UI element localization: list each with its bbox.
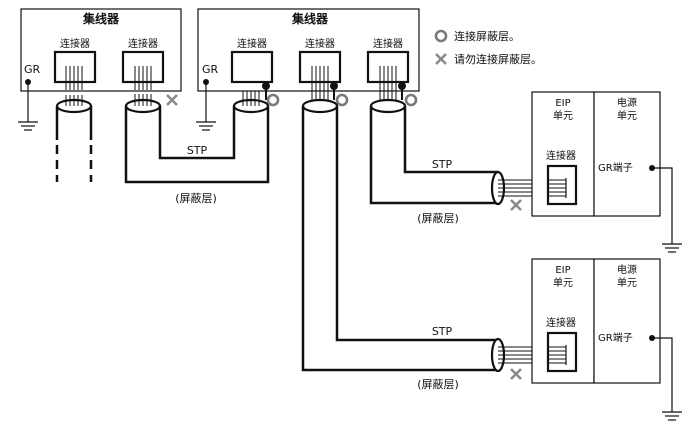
legend-connect-text: 连接屏蔽层。 [454,30,520,43]
ground-icon [662,411,682,421]
device-1-power-label: 电源 [617,96,637,109]
hub-1-cable-1 [55,66,93,182]
device-2-eip-label: EIP [555,265,570,276]
hub-1-connector-2-label: 连接器 [128,37,158,50]
device-1-eip-unit-label: 单元 [553,110,573,122]
stp-cable-device-2 [301,66,548,373]
ground-icon [196,121,216,131]
ground-icon [18,121,38,131]
device-2-power-unit-label: 单元 [617,277,637,289]
hub-1-gr-label: GR [24,63,41,76]
legend-cross-mark-icon [435,53,447,65]
device-2-power-unit [593,258,661,384]
hub-1-connector-1-label: 连接器 [60,37,90,50]
shield-label-2: (屏蔽层) [417,212,459,225]
hub-2-connector-1 [230,50,274,84]
stp-label-1: STP [187,144,208,157]
legend-circle-mark-icon [434,29,448,43]
circle-mark-icon [404,93,418,107]
device-2-eip-unit-label: 单元 [553,277,573,289]
hub-1-title: 集线器 [82,11,120,26]
stp-label-3: STP [432,325,453,338]
hub-2-connector-2-label: 连接器 [305,37,335,50]
device-1-connector [546,164,578,206]
cross-mark-icon [510,199,522,211]
device-1-power-unit [593,91,661,217]
device-2-power-label: 电源 [617,263,637,276]
device-2-connector [546,331,578,373]
shield-label-1: (屏蔽层) [175,192,217,205]
cross-mark-icon [166,94,178,106]
legend-no-connect-text: 请勿连接屏蔽层。 [454,53,542,66]
circle-mark-icon [266,93,280,107]
device-1-connector-label: 连接器 [546,149,576,162]
device-2-connector-label: 连接器 [546,316,576,329]
circle-mark-icon [335,93,349,107]
shield-label-3: (屏蔽层) [417,378,459,391]
device-1-eip-label: EIP [555,98,570,109]
hub-2-connector-1-label: 连接器 [237,37,267,50]
device-1-power-unit-label: 单元 [617,110,637,122]
stp-cable-device-1 [369,66,548,206]
ground-icon [662,243,682,253]
hub-2-title: 集线器 [291,11,329,26]
hub-2-gr-label: GR [202,63,219,76]
stp-cable-hub-link [124,66,270,184]
device-1-gr-terminal: GR端子 [598,161,633,174]
device-2-gr-terminal: GR端子 [598,331,633,344]
stp-label-2: STP [432,158,453,171]
cross-mark-icon [510,368,522,380]
hub-1-connector-1 [53,50,97,84]
hub-2-connector-3-label: 连接器 [373,37,403,50]
